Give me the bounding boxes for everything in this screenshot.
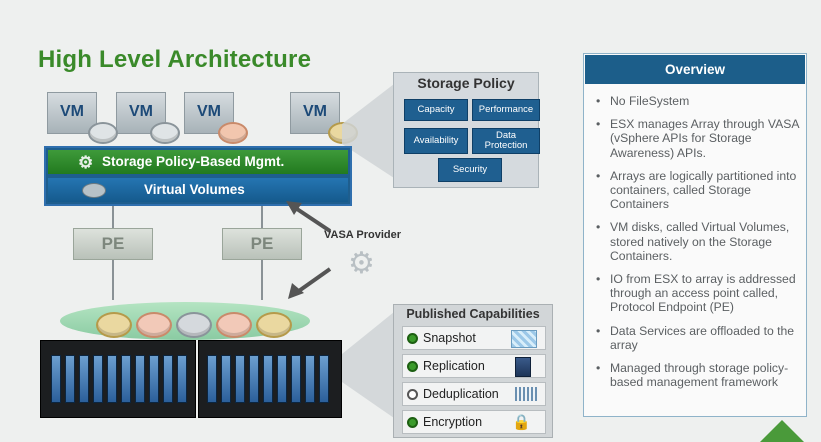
overview-bullet: Data Services are offloaded to the array: [594, 324, 800, 352]
capability-snapshot: Snapshot: [402, 326, 546, 350]
policy-availability: Availability: [404, 128, 468, 154]
snapshot-icon: [511, 330, 537, 348]
overview-bullet: IO from ESX to array is addressed throug…: [594, 272, 800, 315]
capability-replication: Replication: [402, 354, 546, 378]
storage-array-right: [198, 340, 342, 418]
vvol-bar: Virtual Volumes: [48, 178, 348, 202]
published-capabilities-title: Published Capabilities: [406, 307, 540, 321]
capabilities-connector: [342, 312, 394, 418]
vm-disk-icon: [218, 122, 248, 144]
overview-bullet: No FileSystem: [594, 94, 800, 108]
overview-header: Overview: [585, 55, 805, 84]
pe-connectors: [112, 206, 263, 300]
overview-bullet: ESX manages Array through VASA (vSphere …: [594, 117, 800, 160]
disabled-indicator: [407, 388, 418, 400]
protocol-endpoint: PE: [73, 228, 153, 260]
policy-performance: Performance: [472, 99, 540, 121]
spbm-bar: ⚙ Storage Policy-Based Mgmt.: [48, 150, 348, 174]
capability-encryption: Encryption 🔒: [402, 410, 546, 434]
policy-capacity: Capacity: [404, 99, 468, 121]
policy-security: Security: [438, 158, 502, 182]
vm-disk-icon: [88, 122, 118, 144]
vvol-disk-icon: [176, 312, 212, 338]
vm-box: VM: [290, 92, 340, 134]
policy-data-protection: Data Protection: [472, 128, 540, 154]
spbm-label: Storage Policy-Based Mgmt.: [102, 154, 285, 169]
vasa-gear-icon: ⚙: [348, 247, 375, 280]
vvol-disk-icon: [256, 312, 292, 338]
protocol-endpoint: PE: [222, 228, 302, 260]
storage-policy-title: Storage Policy: [417, 75, 515, 91]
deduplication-icon: [515, 387, 537, 401]
vvol-disk-icon: [96, 312, 132, 338]
storage-array-left: [40, 340, 196, 418]
vm-disk-icon: [150, 122, 180, 144]
vvol-disk-icon: [216, 312, 252, 338]
overview-bullet: VM disks, called Virtual Volumes, stored…: [594, 220, 800, 263]
vasa-provider-label: VASA Provider: [324, 229, 402, 241]
policy-connector: [342, 84, 394, 178]
vvol-disk-icon: [136, 312, 172, 338]
overview-bullet: Arrays are logically partitioned into co…: [594, 169, 800, 212]
capability-deduplication: Deduplication: [402, 382, 546, 406]
corner-decoration: [760, 420, 804, 442]
disk-stack-icon: [82, 183, 106, 198]
lock-icon: 🔒: [512, 414, 531, 431]
vasa-arrows: [286, 201, 332, 299]
gear-icon: ⚙: [78, 153, 94, 172]
page-title: High Level Architecture: [38, 46, 312, 73]
enabled-indicator: [407, 360, 418, 372]
vvol-label: Virtual Volumes: [144, 182, 245, 197]
enabled-indicator: [407, 332, 418, 344]
replication-icon: [515, 357, 531, 377]
overview-list: No FileSystem ESX manages Array through …: [594, 94, 800, 398]
enabled-indicator: [407, 416, 418, 428]
overview-bullet: Managed through storage policy-based man…: [594, 361, 800, 389]
